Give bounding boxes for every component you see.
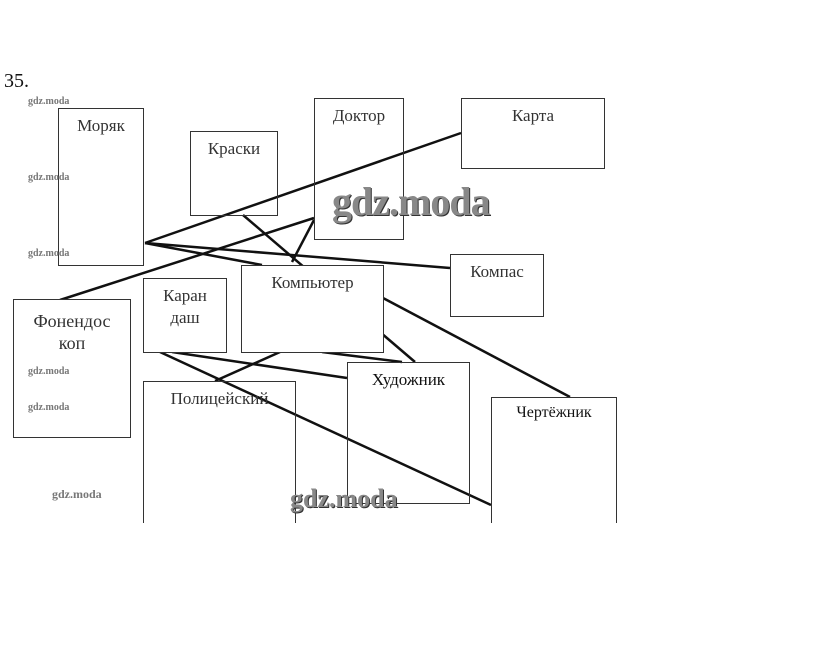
watermark: gdz.moda bbox=[52, 487, 102, 501]
watermark: gdz.moda bbox=[28, 402, 70, 413]
watermark: gdz.moda bbox=[28, 366, 70, 377]
box-khudozhnik: Художник bbox=[347, 362, 470, 504]
line-fonendoskop-doktor bbox=[59, 216, 315, 302]
line-moryak-karta bbox=[144, 131, 462, 245]
watermark: gdz.moda bbox=[290, 484, 398, 513]
line-karandash-chertezhnik bbox=[159, 350, 492, 507]
box-chertezhnik: Чертёжник bbox=[491, 397, 617, 523]
line-kompyuter-chertezhnik bbox=[382, 296, 571, 399]
line-doktor-kompyuter bbox=[290, 219, 316, 263]
label-line-2: даш bbox=[170, 308, 200, 327]
line-kompyuter-politseyskiy bbox=[214, 350, 281, 383]
task-number: 35. bbox=[4, 70, 29, 92]
box-kompyuter: Компьютер bbox=[241, 265, 384, 353]
line-karandash-khudozhnik bbox=[171, 350, 348, 380]
box-fonendoskop: Фонендос коп bbox=[13, 299, 131, 438]
box-kraski: Краски bbox=[190, 131, 278, 216]
box-politseyskiy: Полицейский bbox=[143, 381, 296, 523]
box-doktor: Доктор bbox=[314, 98, 404, 240]
watermark: gdz.moda bbox=[28, 96, 70, 107]
line-moryak-kompas bbox=[144, 241, 451, 270]
label-line-1: Фонендос bbox=[33, 311, 111, 331]
label-line-1: Каран bbox=[163, 286, 207, 305]
line-kompyuter-khudozhnik bbox=[321, 350, 403, 364]
box-kompas: Компас bbox=[450, 254, 544, 317]
watermark: gdz.moda bbox=[28, 172, 70, 183]
box-karta: Карта bbox=[461, 98, 605, 169]
box-karandash: Каран даш bbox=[143, 278, 227, 353]
watermark: gdz.moda bbox=[28, 248, 70, 259]
watermark: gdz.moda bbox=[332, 179, 491, 224]
box-moryak: Моряк bbox=[58, 108, 144, 266]
label-line-2: коп bbox=[58, 333, 86, 353]
